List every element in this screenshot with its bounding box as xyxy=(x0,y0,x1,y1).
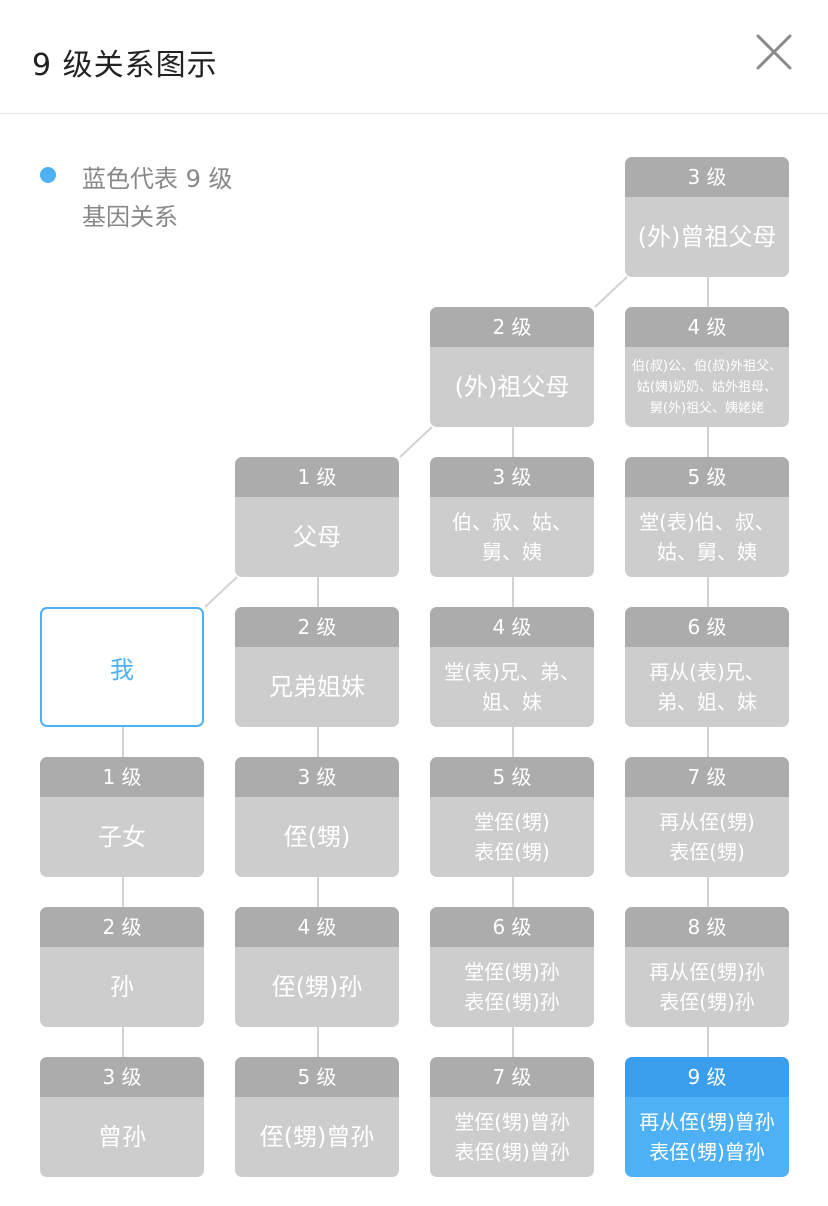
card-label: 曾孙 xyxy=(40,1097,204,1177)
card-level: 7 级 xyxy=(430,1057,594,1097)
card-label: 堂侄(甥)孙 表侄(甥)孙 xyxy=(430,947,594,1027)
card-label: 父母 xyxy=(235,497,399,577)
card-label: 侄(甥)曾孙 xyxy=(235,1097,399,1177)
card-level: 2 级 xyxy=(235,607,399,647)
dialog-header: 9 级关系图示 xyxy=(0,0,828,114)
card-label: 我 xyxy=(110,655,134,684)
card-level: 5 级 xyxy=(625,457,789,497)
card-label: (外)祖父母 xyxy=(430,347,594,427)
card-level: 6 级 xyxy=(430,907,594,947)
card-cousin-great-grandnephews: 7 级 堂侄(甥)曾孙 表侄(甥)曾孙 xyxy=(430,1057,594,1177)
card-second-cousin-grandnephews: 8 级 再从侄(甥)孙 表侄(甥)孙 xyxy=(625,907,789,1027)
card-level: 3 级 xyxy=(235,757,399,797)
card-label: 再从(表)兄、 弟、姐、妹 xyxy=(625,647,789,727)
card-label: 再从侄(甥) 表侄(甥) xyxy=(625,797,789,877)
card-level: 4 级 xyxy=(430,607,594,647)
card-uncles-aunts: 3 级 伯、叔、姑、 舅、姨 xyxy=(430,457,594,577)
card-level: 7 级 xyxy=(625,757,789,797)
card-level: 3 级 xyxy=(430,457,594,497)
card-level: 3 级 xyxy=(40,1057,204,1097)
card-label: 堂侄(甥)曾孙 表侄(甥)曾孙 xyxy=(430,1097,594,1177)
card-label: 兄弟姐妹 xyxy=(235,647,399,727)
card-nephews: 3 级 侄(甥) xyxy=(235,757,399,877)
legend-dot-icon xyxy=(40,167,56,183)
card-granduncles: 4 级 伯(叔)公、伯(叔)外祖父、 姑(姨)奶奶、姑外祖母、 舅(外)祖父、姨… xyxy=(625,307,789,427)
card-grandchildren: 2 级 孙 xyxy=(40,907,204,1027)
card-second-cousin-great-grandnephews: 9 级 再从侄(甥)曾孙 表侄(甥)曾孙 xyxy=(625,1057,789,1177)
card-second-cousin-nephews: 7 级 再从侄(甥) 表侄(甥) xyxy=(625,757,789,877)
card-self: 我 xyxy=(40,607,204,727)
card-grandnephews: 4 级 侄(甥)孙 xyxy=(235,907,399,1027)
card-label: 子女 xyxy=(40,797,204,877)
dialog-title: 9 级关系图示 xyxy=(32,48,218,83)
card-cousins: 4 级 堂(表)兄、弟、 姐、妹 xyxy=(430,607,594,727)
card-children: 1 级 子女 xyxy=(40,757,204,877)
card-cousin-nephews: 5 级 堂侄(甥) 表侄(甥) xyxy=(430,757,594,877)
card-grandparents: 2 级 (外)祖父母 xyxy=(430,307,594,427)
card-cousin-uncles: 5 级 堂(表)伯、叔、 姑、舅、姨 xyxy=(625,457,789,577)
card-label: 再从侄(甥)曾孙 表侄(甥)曾孙 xyxy=(625,1097,789,1177)
card-label: 孙 xyxy=(40,947,204,1027)
card-great-grandchildren: 3 级 曾孙 xyxy=(40,1057,204,1177)
card-level: 3 级 xyxy=(625,157,789,197)
card-label: 堂(表)伯、叔、 姑、舅、姨 xyxy=(625,497,789,577)
card-label: 堂侄(甥) 表侄(甥) xyxy=(430,797,594,877)
card-label: 伯、叔、姑、 舅、姨 xyxy=(430,497,594,577)
card-level: 1 级 xyxy=(235,457,399,497)
card-cousin-grandnephews: 6 级 堂侄(甥)孙 表侄(甥)孙 xyxy=(430,907,594,1027)
card-label: (外)曾祖父母 xyxy=(625,197,789,277)
card-level: 1 级 xyxy=(40,757,204,797)
card-parents: 1 级 父母 xyxy=(235,457,399,577)
card-level: 2 级 xyxy=(430,307,594,347)
card-label: 再从侄(甥)孙 表侄(甥)孙 xyxy=(625,947,789,1027)
card-level: 5 级 xyxy=(235,1057,399,1097)
card-great-grandnephews: 5 级 侄(甥)曾孙 xyxy=(235,1057,399,1177)
card-siblings: 2 级 兄弟姐妹 xyxy=(235,607,399,727)
card-level: 4 级 xyxy=(625,307,789,347)
card-level: 6 级 xyxy=(625,607,789,647)
card-label: 侄(甥)孙 xyxy=(235,947,399,1027)
card-level: 8 级 xyxy=(625,907,789,947)
card-second-cousins: 6 级 再从(表)兄、 弟、姐、妹 xyxy=(625,607,789,727)
card-level: 2 级 xyxy=(40,907,204,947)
card-label: 侄(甥) xyxy=(235,797,399,877)
card-level: 4 级 xyxy=(235,907,399,947)
legend-text: 蓝色代表 9 级 基因关系 xyxy=(82,165,233,231)
card-level: 9 级 xyxy=(625,1057,789,1097)
card-level: 5 级 xyxy=(430,757,594,797)
card-label: 伯(叔)公、伯(叔)外祖父、 姑(姨)奶奶、姑外祖母、 舅(外)祖父、姨姥姥 xyxy=(625,347,789,427)
card-label: 堂(表)兄、弟、 姐、妹 xyxy=(430,647,594,727)
card-great-grandparents: 3 级 (外)曾祖父母 xyxy=(625,157,789,277)
close-icon[interactable] xyxy=(752,30,796,74)
